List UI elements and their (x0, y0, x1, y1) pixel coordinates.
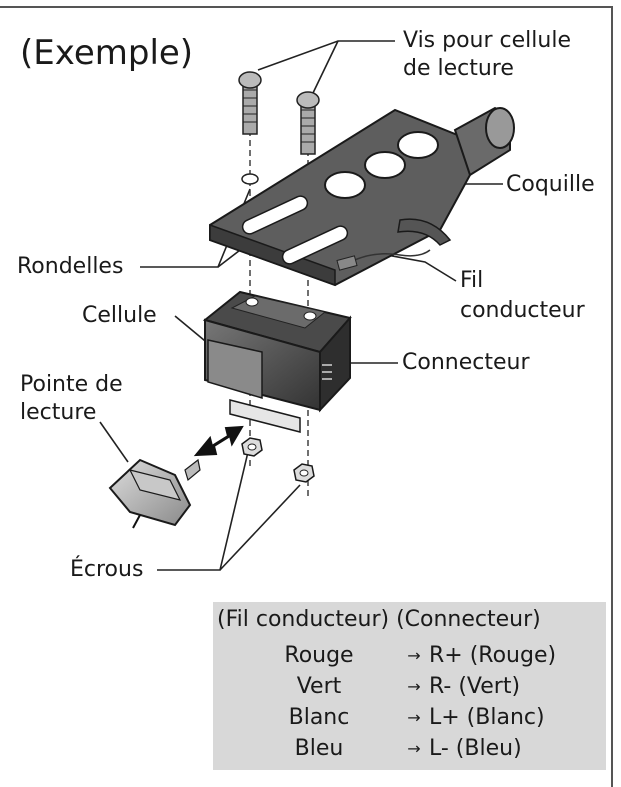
headshell (209, 106, 515, 287)
wire-color: Bleu (294, 736, 344, 761)
label-pointe-line2: lecture (20, 400, 97, 425)
nuts (241, 437, 315, 483)
leader-ecrous-2 (219, 484, 301, 571)
label-connecteur: Connecteur (402, 350, 530, 375)
label-pointe-line1: Pointe de (20, 372, 123, 397)
label-ecrous: Écrous (70, 557, 144, 582)
screw-left (238, 71, 262, 135)
table-row: Bleu → L- (Bleu) (213, 735, 606, 762)
wire-color: Rouge (284, 643, 354, 668)
insertion-arrow (193, 425, 244, 457)
label-vis-line2: de lecture (403, 56, 514, 81)
connector-terminal: R- (Vert) (429, 674, 521, 699)
cartridge (202, 290, 352, 433)
label-rondelles: Rondelles (17, 254, 124, 279)
label-fil-line1: Fil (460, 268, 484, 293)
leader-vis-2 (312, 40, 339, 94)
connector-terminal: L+ (Blanc) (429, 705, 545, 730)
connector-terminal: L- (Bleu) (429, 736, 522, 761)
stylus (108, 458, 201, 529)
arrow-icon: → (407, 739, 421, 758)
diagram-title: (Exemple) (20, 33, 194, 73)
leader-lines (99, 40, 503, 571)
arrow-icon: → (407, 677, 421, 696)
arrow-icon: → (407, 708, 421, 727)
table-row: Vert → R- (Vert) (213, 673, 606, 700)
label-fil-line2: conducteur (460, 298, 585, 323)
label-coquille: Coquille (506, 172, 595, 197)
table-row: Blanc → L+ (Blanc) (213, 704, 606, 731)
wire-color: Blanc (288, 705, 350, 730)
wiring-table: (Fil conducteur) (Connecteur) Rouge → R+… (213, 602, 606, 770)
arrow-icon: → (407, 646, 421, 665)
label-cellule: Cellule (82, 303, 157, 328)
connector-terminal: R+ (Rouge) (429, 643, 557, 668)
right-border (611, 6, 613, 787)
leader-pointe (99, 421, 129, 463)
table-row: Rouge → R+ (Rouge) (213, 642, 606, 669)
label-vis-line1: Vis pour cellule (403, 28, 571, 53)
screw-right (296, 91, 320, 155)
wire-color: Vert (296, 674, 342, 699)
wiring-table-header: (Fil conducteur) (Connecteur) (217, 607, 541, 632)
top-border (0, 6, 613, 8)
